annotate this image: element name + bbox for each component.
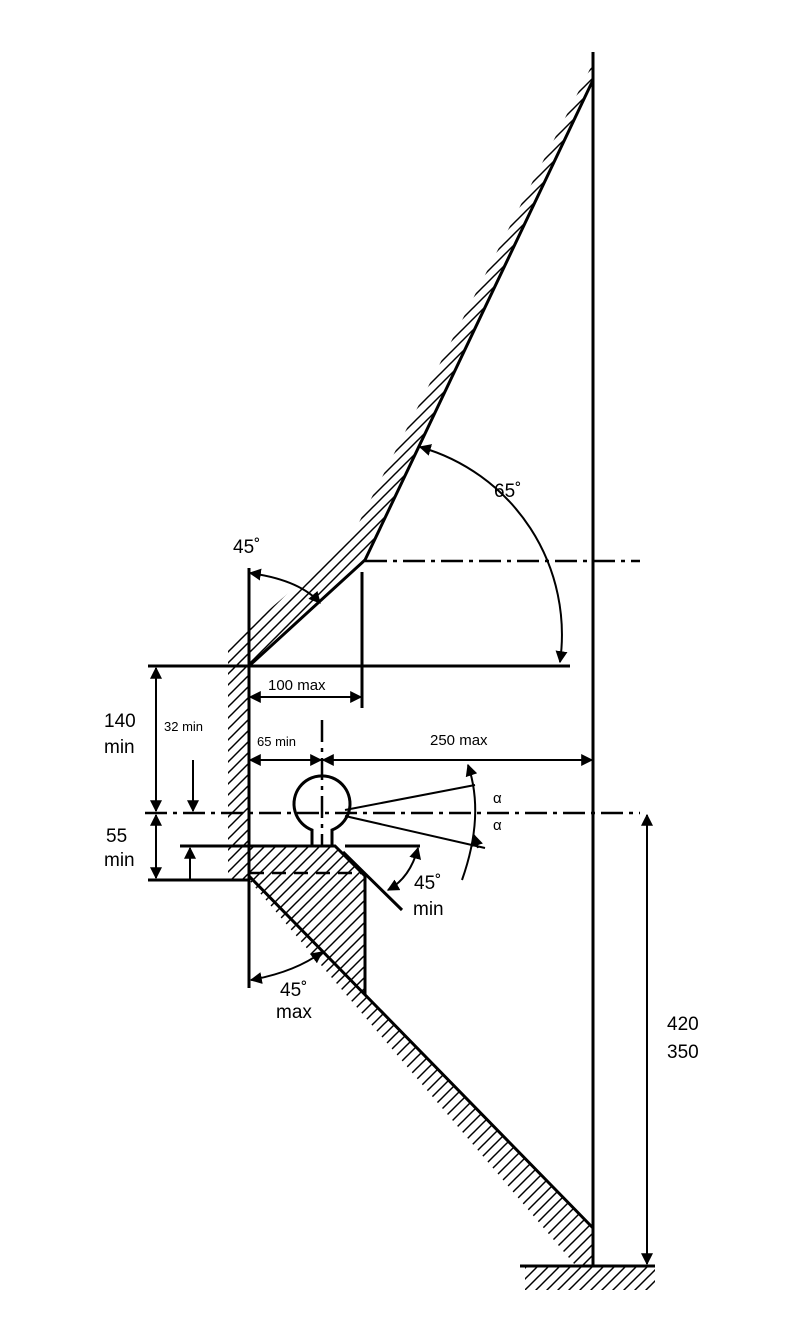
label-250-max: 250 max: [430, 732, 488, 749]
label-100-max: 100 max: [268, 677, 326, 694]
construction-lines: [145, 559, 640, 875]
label-45-lower: 45˚: [280, 980, 307, 1001]
label-65-min: 65 min: [257, 734, 296, 749]
label-55-min: min: [104, 850, 135, 871]
label-alpha-2: α: [493, 817, 502, 834]
alpha-upper-ray: [344, 784, 476, 811]
arc-45-upper: [248, 568, 321, 604]
label-350: 350: [667, 1042, 699, 1063]
ground-hatch: [525, 1266, 655, 1290]
arc-65: [418, 444, 568, 664]
coupling-body-outline: [249, 844, 367, 995]
label-45-mid-min: min: [413, 899, 444, 920]
label-alpha-1: α: [493, 790, 502, 807]
label-420: 420: [667, 1014, 699, 1035]
upper-slope-hatch: [228, 65, 592, 668]
lower-slope-line: [247, 874, 595, 1230]
label-45-mid: 45˚: [414, 873, 441, 894]
label-32-min: 32 min: [164, 719, 203, 734]
arc-45-lower: [249, 951, 323, 984]
arc-alpha: [461, 763, 478, 881]
mid-45-ref-line: [341, 850, 404, 912]
coupling-body-hatch: [249, 845, 365, 995]
arc-45-mid: [386, 846, 422, 891]
alpha-lower-ray: [344, 815, 486, 849]
dimensions: [150, 444, 653, 1266]
label-140: 140: [104, 711, 136, 732]
label-45-upper: 45˚: [233, 537, 260, 558]
label-65: 65˚: [494, 481, 521, 502]
label-55: 55: [106, 826, 127, 847]
arc-alpha-mid-arrow: [471, 833, 483, 849]
left-wall-hatch: [228, 668, 249, 880]
outline: [148, 52, 655, 1268]
hatched-regions: [228, 65, 655, 1290]
lower-slope-hatch: [249, 880, 593, 1265]
label-45-lower-max: max: [276, 1002, 312, 1023]
labels: 65˚ 45˚ 100 max 140 min 32 min 65 min 25…: [104, 481, 699, 1063]
label-140-min: min: [104, 737, 135, 758]
